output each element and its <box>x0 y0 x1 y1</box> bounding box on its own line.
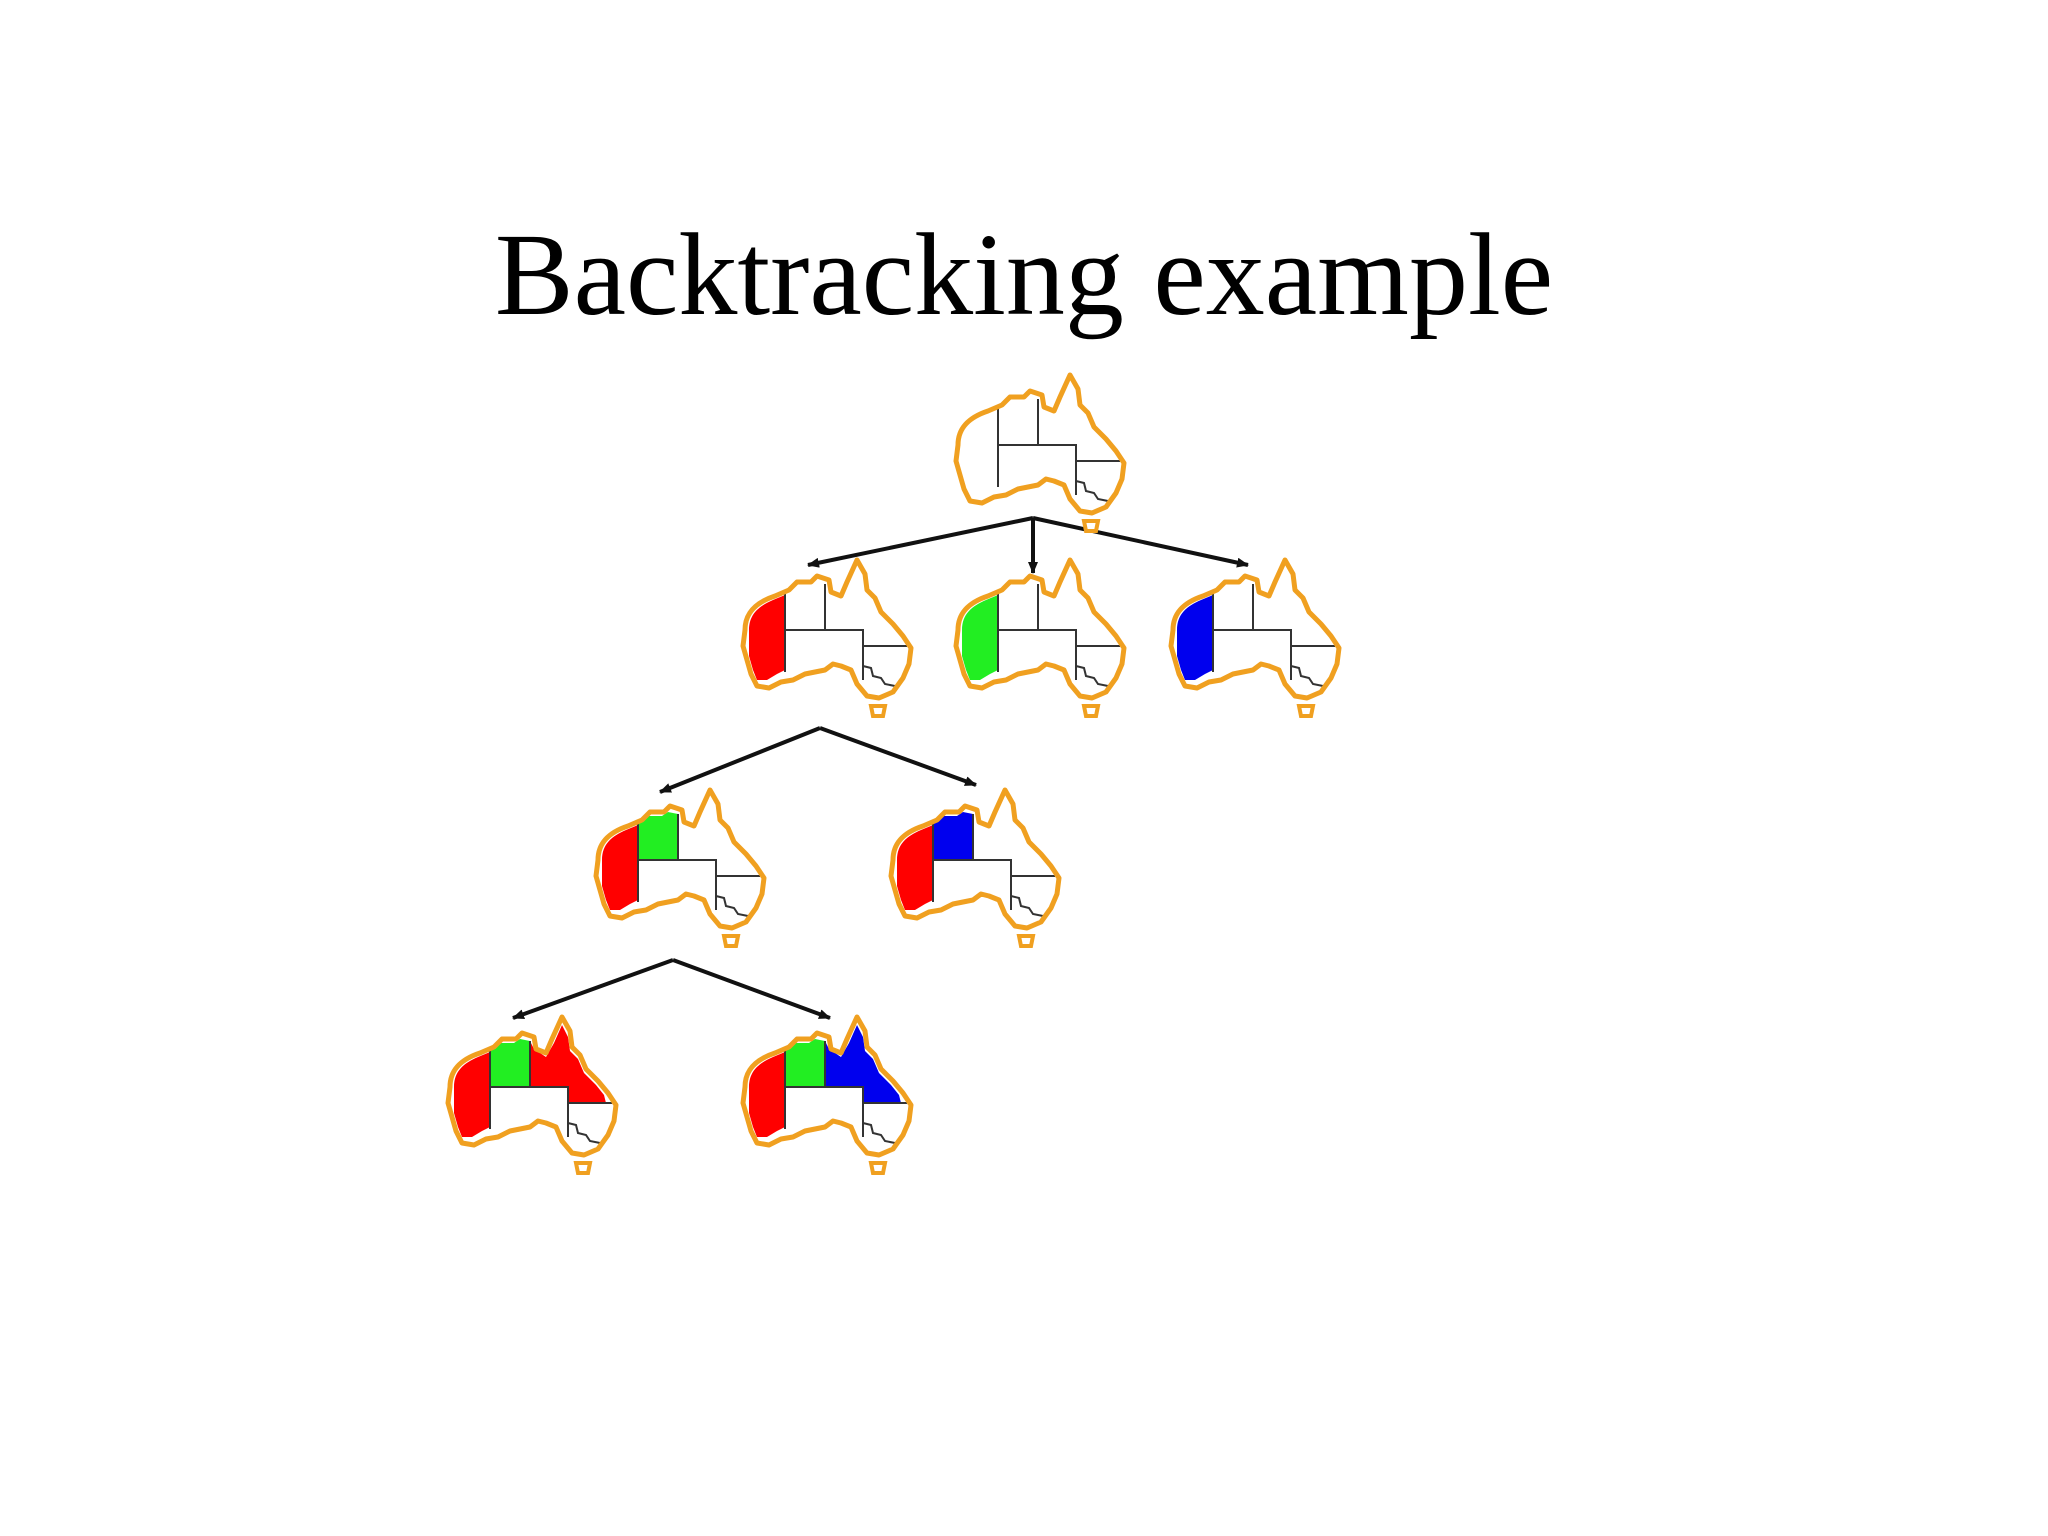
tasmania <box>573 1161 593 1175</box>
state-border <box>825 1086 864 1103</box>
state-border <box>1075 461 1109 502</box>
nodes <box>445 372 1342 1175</box>
map-node-wa-red <box>740 557 914 718</box>
tasmania <box>868 1161 888 1175</box>
region-wa-red <box>749 595 785 680</box>
state-border <box>530 1086 569 1103</box>
coastline <box>888 787 1062 931</box>
tasmania <box>1081 519 1101 533</box>
region-q-blue <box>825 1025 901 1103</box>
coastline <box>1168 557 1342 701</box>
edge-wa-red-nt-green-to-wa-red-nt-green-q-blue <box>672 958 831 1020</box>
region-nt-green <box>785 1039 825 1087</box>
coastline <box>740 557 914 701</box>
tasmania <box>868 704 888 718</box>
state-border <box>567 1103 601 1144</box>
map-node-root <box>953 372 1127 533</box>
region-wa-green <box>962 595 998 680</box>
state-border <box>678 859 717 876</box>
coastline <box>953 372 1127 516</box>
region-wa-red <box>602 825 638 910</box>
region-nt-green <box>638 812 678 860</box>
map-node-wa-green <box>953 557 1127 718</box>
coastline <box>953 557 1127 701</box>
state-border <box>825 629 864 646</box>
region-wa-red <box>897 825 933 910</box>
slide-title: Backtracking example <box>494 209 1554 340</box>
map-node-wa-red-nt-green-q-blue <box>740 1014 914 1175</box>
state-border <box>1038 444 1077 461</box>
edge-wa-red-nt-green-to-wa-red-nt-green-q-red <box>512 958 674 1020</box>
edge-wa-red-to-wa-red-nt-blue <box>819 726 977 787</box>
tasmania <box>1016 934 1036 948</box>
map-node-wa-red-nt-blue <box>888 787 1062 948</box>
coastline <box>593 787 767 931</box>
edge-root-to-wa-blue <box>1032 516 1249 568</box>
state-border <box>1253 629 1292 646</box>
tasmania <box>721 934 741 948</box>
state-border <box>1075 646 1109 687</box>
state-border <box>973 859 1012 876</box>
map-node-wa-red-nt-green-q-red <box>445 1014 619 1175</box>
edge-root-to-wa-red <box>807 516 1034 568</box>
state-border <box>715 876 749 917</box>
state-border <box>1010 876 1044 917</box>
state-border <box>862 646 896 687</box>
region-nt-blue <box>933 812 973 860</box>
state-border <box>1290 646 1324 687</box>
edge-wa-red-to-wa-red-nt-green <box>659 726 821 794</box>
map-node-wa-red-nt-green <box>593 787 767 948</box>
region-nt-green <box>490 1039 530 1087</box>
region-wa-red <box>749 1052 785 1137</box>
coastline <box>740 1014 914 1158</box>
region-wa-red <box>454 1052 490 1137</box>
region-wa-blue <box>1177 595 1213 680</box>
state-border <box>1038 629 1077 646</box>
tasmania <box>1081 704 1101 718</box>
region-q-red <box>530 1025 606 1103</box>
state-border <box>862 1103 896 1144</box>
coastline <box>445 1014 619 1158</box>
edges <box>512 516 1249 1020</box>
tasmania <box>1296 704 1316 718</box>
map-node-wa-blue <box>1168 557 1342 718</box>
